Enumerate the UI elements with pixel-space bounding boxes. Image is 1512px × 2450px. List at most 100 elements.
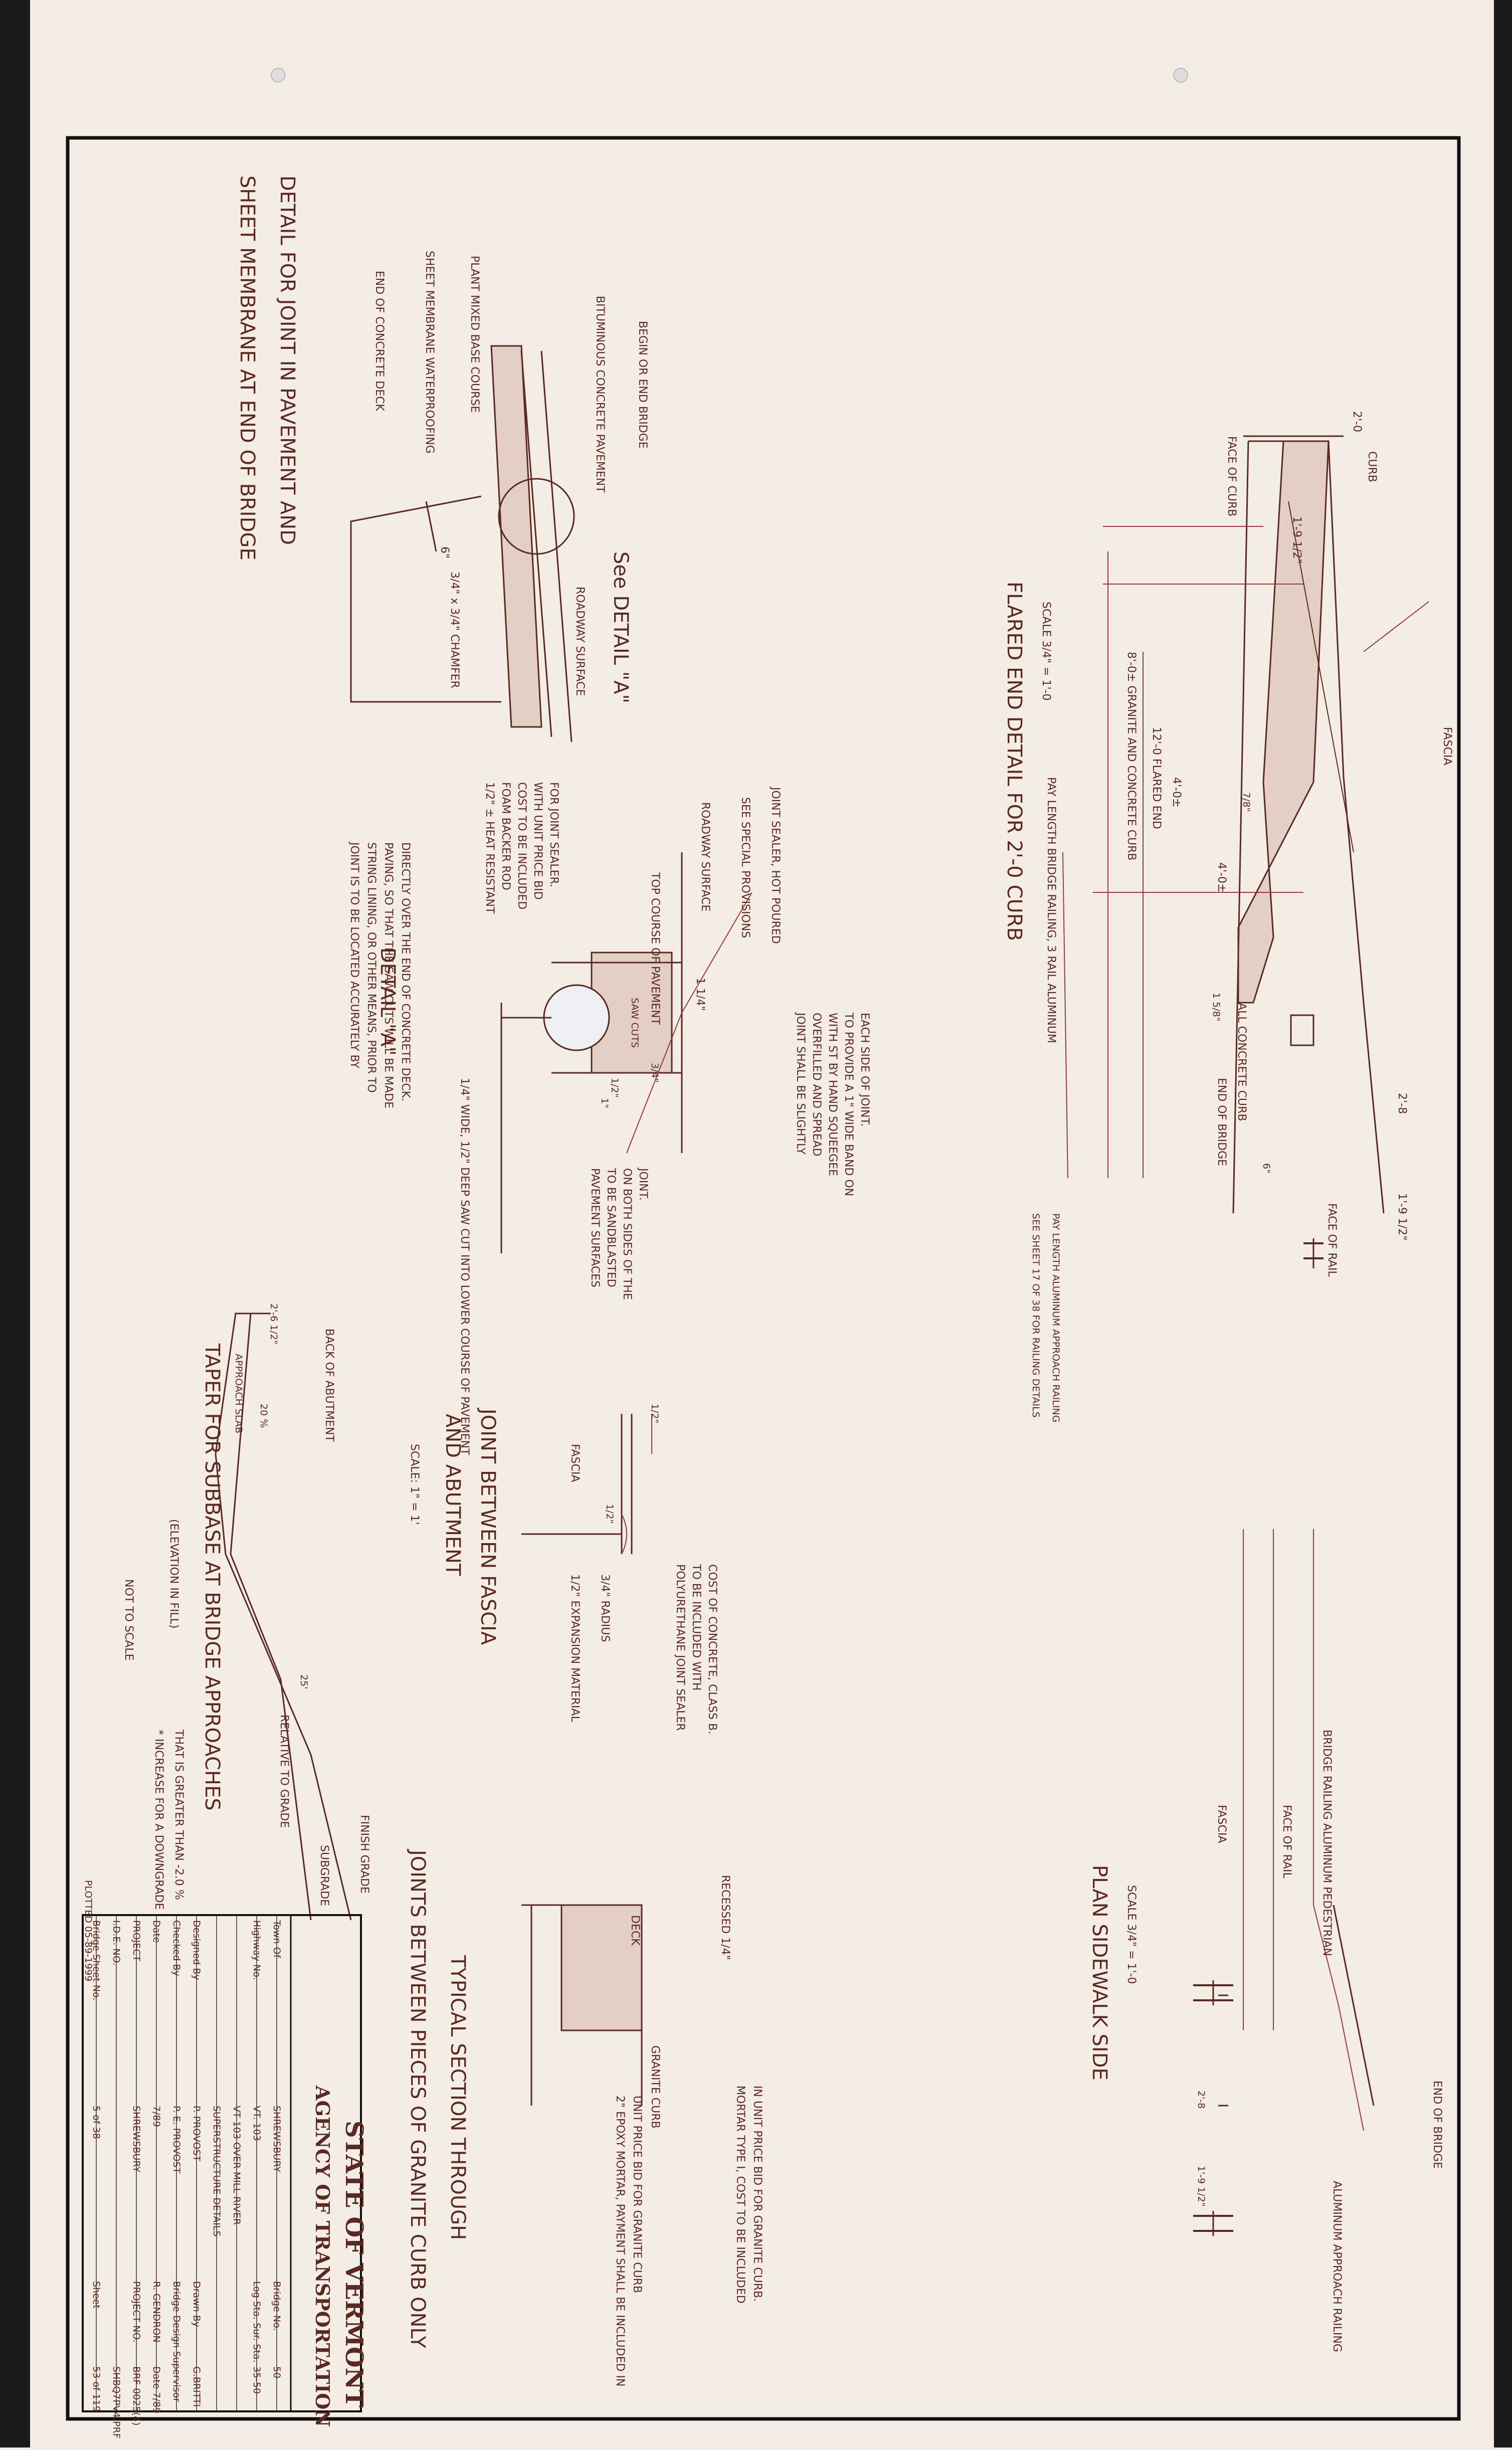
granite-title-1: TYPICAL SECTION THROUGH [446, 1955, 469, 2240]
detail-a-label: ROADWAY SURFACE [699, 802, 711, 911]
pavement-label: BEGIN OR END BRIDGE [636, 321, 649, 449]
taper-nts: NOT TO SCALE [122, 1579, 135, 1661]
svg-text:FOR JOINT SEALER.: FOR JOINT SEALER. [547, 782, 560, 887]
fascia-scale: SCALE: 1" = 1' [408, 1444, 421, 1525]
fascia-label: 1/2" [604, 1504, 615, 1524]
detail-a-label: 1/2" [609, 1078, 620, 1097]
taper-label: 20 % [258, 1404, 269, 1428]
flared-label: END OF BRIDGE [1215, 1078, 1228, 1166]
pavement-label: 3/4" x 3/4" CHAMFER [448, 572, 461, 688]
taper-label: 2'-6 1/2" [268, 1303, 279, 1345]
taper-note: * INCREASE FOR A DOWNGRADE THAT IS GREAT… [152, 1729, 185, 1910]
svg-text:PAVING, SO THAT THE SAW CUTS W: PAVING, SO THAT THE SAW CUTS WILL BE MAD… [382, 842, 395, 1108]
granite-note-1: MORTAR TYPE I, COST TO BE INCLUDED IN UN… [734, 2086, 764, 2304]
detail-a-label: JOINT SEALER, HOT POURED [769, 786, 782, 944]
flared-label: 4'-0± [1215, 862, 1228, 892]
pavement-label: END OF CONCRETE DECK [373, 271, 386, 411]
binding-strip [0, 0, 30, 2447]
svg-text:ON BOTH SIDES OF THE: ON BOTH SIDES OF THE [621, 1168, 633, 1300]
plan-label: FACE OF RAIL [1280, 1805, 1293, 1878]
detail-a-label: 3/4" [649, 1063, 660, 1082]
flared-scale: SCALE 3/4" = 1'-0 [1040, 602, 1052, 700]
title-block-cell: 50 [271, 2366, 282, 2378]
granite-curb-section: TYPICAL SECTION THROUGH JOINTS BETWEEN P… [406, 1848, 764, 2386]
title-block-cell: 53 of 119 [91, 2366, 102, 2412]
title-block-cell: Highway No. [251, 1920, 262, 1980]
title-block-cell: Designed By [191, 1920, 202, 1980]
title-block-cell: R. GENDRON [151, 2281, 162, 2343]
title-block-cell: Sheet [91, 2281, 102, 2309]
plan-label: FASCIA [1215, 1805, 1228, 1843]
title-block-cell: 5 of 38 [91, 2106, 102, 2139]
title-block-cell: BRF 0025(4) [131, 2366, 142, 2425]
flared-label: 1'-9 1/2" [1290, 516, 1303, 564]
detail-a-label: SEE SPECIAL PROVISIONS [739, 797, 751, 938]
title-block-cell: 35-50 [251, 2366, 262, 2394]
title-block-cell: Date 7/89 [151, 2366, 162, 2413]
svg-text:THAT IS GREATER THAN -2.0 %: THAT IS GREATER THAN -2.0 % [172, 1729, 185, 1900]
fascia-joint-detail: JOINT BETWEEN FASCIA AND ABUTMENT SCALE:… [408, 1404, 718, 1734]
granite-label: DECK [629, 1915, 641, 1946]
plan-sidewalk-side: PLAN SIDEWALK SIDE SCALE 3/4" = 1'-0 BRI… [1088, 1529, 1443, 2352]
granite-label: RECESSED 1/4" [719, 1875, 731, 1960]
title-block-cell: Bridge Design Supervisor [171, 2281, 182, 2402]
detail-a-label: SAW CUTS [629, 998, 640, 1048]
plan-scale: SCALE 3/4" = 1'-0 [1125, 1885, 1138, 1984]
flared-label: ALL CONCRETE CURB [1235, 1003, 1248, 1121]
taper-label: RELATIVE TO GRADE [278, 1715, 290, 1828]
plan-label: END OF BRIDGE [1431, 2081, 1443, 2169]
svg-text:COST OF CONCRETE, CLASS B.: COST OF CONCRETE, CLASS B. [706, 1564, 718, 1734]
detail-a-label: 1" [599, 1098, 610, 1108]
flared-title: FLARED END DETAIL FOR 2'-0 CURB [1003, 582, 1026, 941]
taper-label: BACK OF ABUTMENT [323, 1329, 335, 1442]
plan-label: ALUMINUM APPROACH RAILING [1331, 2181, 1343, 2352]
title-block-cell: SHREWSBURY [131, 2106, 142, 2172]
svg-text:* INCREASE FOR A DOWNGRADE: * INCREASE FOR A DOWNGRADE [152, 1730, 165, 1910]
detail-a: DETAIL "A" JOINT SEALER, HOT POURED SEE … [376, 782, 871, 1455]
title-block-cell: P. PROVOST [191, 2106, 202, 2162]
punch-hole [1173, 68, 1188, 83]
svg-text:TO BE SANDBLASTED: TO BE SANDBLASTED [605, 1168, 617, 1287]
flared-label: PAY LENGTH ALUMINUM APPROACH RAILING [1050, 1213, 1061, 1422]
svg-text:COST TO BE INCLUDED: COST TO BE INCLUDED [515, 782, 528, 909]
taper-label: SUBGRADE [318, 1845, 330, 1906]
svg-text:POLYURETHANE JOINT SEALER: POLYURETHANE JOINT SEALER [674, 1564, 686, 1731]
fascia-label: 1/2" EXPANSION MATERIAL [569, 1574, 581, 1723]
flared-label: 2'-0 [1351, 411, 1363, 432]
flared-end-detail: FLARED END DETAIL FOR 2'-0 CURB SCALE 3/… [1003, 411, 1453, 1422]
svg-text:TO PROVIDE A 1" WIDE BAND ON: TO PROVIDE A 1" WIDE BAND ON [842, 1012, 855, 1196]
flared-label: PAY LENGTH BRIDGE RAILING, 3 RAIL ALUMIN… [1045, 777, 1057, 1043]
svg-text:TO BE INCLUDED WITH: TO BE INCLUDED WITH [690, 1564, 702, 1690]
svg-text:UNIT PRICE BID FOR GRANITE CUR: UNIT PRICE BID FOR GRANITE CURB [631, 2096, 643, 2293]
svg-text:JOINT SHALL BE SLIGHTLY: JOINT SHALL BE SLIGHTLY [794, 1012, 807, 1155]
pavement-title-1: DETAIL FOR JOINT IN PAVEMENT AND [276, 175, 299, 545]
granite-note-2: 2" EPOXY MORTAR, PAYMENT SHALL BE INCLUD… [614, 2096, 643, 2386]
plan-label: BRIDGE RAILING ALUMINUM PEDESTRIAN [1320, 1730, 1333, 1956]
title-block-cell: Date [151, 1920, 162, 1943]
title-block-cell: VT. 103 [251, 2106, 262, 2141]
fascia-title-2: AND ABUTMENT [441, 1414, 464, 1576]
title-block-cell: I.D.E. NO. [111, 1920, 122, 1966]
flared-label: 6" [1261, 1163, 1272, 1174]
pavement-label: See DETAIL "A" [609, 551, 632, 703]
svg-text:OVERFILLED AND SPREAD: OVERFILLED AND SPREAD [810, 1013, 823, 1157]
detail-a-note-2: JOINT SHALL BE SLIGHTLY OVERFILLED AND S… [794, 1012, 871, 1196]
taper-label: APPROACH SLAB [233, 1354, 244, 1433]
fascia-label: 1/2" [649, 1404, 660, 1423]
svg-text:IN UNIT PRICE BID FOR GRANITE: IN UNIT PRICE BID FOR GRANITE CURB. [751, 2086, 764, 2302]
granite-label: GRANITE CURB [649, 2045, 661, 2129]
fascia-note: POLYURETHANE JOINT SEALER TO BE INCLUDED… [674, 1564, 718, 1734]
title-block-cell: P. E. PROVOST [171, 2106, 182, 2174]
svg-text:STRING LINING, OR OTHER MEANS,: STRING LINING, OR OTHER MEANS, PRIOR TO [365, 842, 377, 1093]
flared-label: SEE SHEET 17 OF 38 FOR RAILING DETAILS [1030, 1213, 1041, 1418]
fascia-label: 3/4" RADIUS [599, 1574, 611, 1642]
pavement-label: 6" [438, 546, 451, 558]
flared-label: FACE OF RAIL [1326, 1203, 1338, 1277]
taper-subbase-detail: TAPER FOR SUBBASE AT BRIDGE APPROACHES (… [83, 1303, 370, 1981]
title-block-cell: Drawn By [191, 2281, 202, 2327]
title-block-cell: PROJECT [131, 1920, 142, 1961]
taper-label: 25' [298, 1674, 309, 1689]
